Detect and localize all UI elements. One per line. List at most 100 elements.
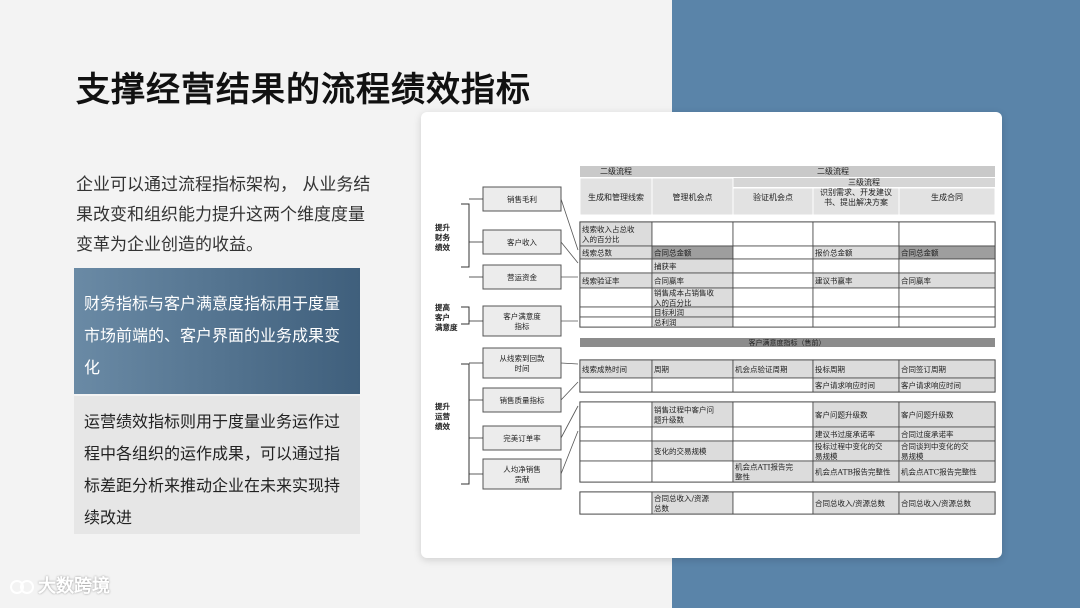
metric-cell bbox=[898, 258, 996, 274]
group-label-1: 提高客户满意度 bbox=[434, 302, 458, 332]
connector-line bbox=[560, 405, 579, 439]
metric-cell-text: 建议书过度承诺率 bbox=[815, 429, 875, 439]
metric-cell-text: 客户请求响应时间 bbox=[901, 380, 961, 390]
metric-cell-text: 线索收入占总收入的百分比 bbox=[582, 224, 635, 244]
metric-box-6 bbox=[482, 425, 562, 451]
metric-cell bbox=[898, 306, 996, 318]
metric-cell bbox=[732, 245, 814, 260]
metric-cell-text: 周期 bbox=[654, 365, 669, 374]
metric-cell-text: 变化的交易规模 bbox=[654, 446, 707, 456]
metric-cell bbox=[898, 460, 996, 483]
metric-cell-text: 线索成熟时间 bbox=[582, 364, 627, 374]
metric-cell bbox=[732, 272, 814, 289]
brand-logo: 大数跨境 bbox=[10, 572, 110, 598]
metric-cell bbox=[732, 287, 814, 308]
metric-cell-text: 建议书赢率 bbox=[815, 276, 853, 286]
metric-cell-text: 总利润 bbox=[654, 317, 677, 327]
metric-cell-text: 销售成本占销售收入的百分比 bbox=[654, 288, 714, 308]
metric-box-7 bbox=[482, 458, 562, 490]
operational-metrics-box: 运营绩效指标则用于度量业务运作过程中各组织的运作成果，可以通过指标差距分析来推动… bbox=[74, 396, 360, 534]
metric-box-label-3: 客户满意度指标 bbox=[503, 311, 541, 331]
header-level3: 三级流程 bbox=[848, 177, 880, 187]
metric-cell-text: 客户问题升级数 bbox=[901, 410, 954, 420]
metric-cell-text: 机会点ATI报告完整性 bbox=[735, 462, 793, 482]
connector-line bbox=[560, 381, 579, 401]
metric-cell bbox=[579, 287, 653, 308]
metric-box-label-0: 销售毛利 bbox=[507, 194, 537, 204]
metric-cell-text: 投标周期 bbox=[815, 364, 845, 374]
group-label-0: 提升财务绩效 bbox=[434, 222, 450, 252]
metric-cell-text: 客户请求响应时间 bbox=[815, 380, 875, 390]
column-header-2: 验证机会点 bbox=[753, 192, 793, 202]
process-metrics-diagram: 二级流程二级流程三级流程生成和管理线索管理机会点验证机会点识别需求、开发建议书、… bbox=[434, 166, 996, 515]
metric-box-label-2: 营运资金 bbox=[507, 272, 537, 282]
metric-cell bbox=[898, 316, 996, 328]
metric-cell bbox=[812, 221, 900, 247]
column-header-cell bbox=[579, 177, 653, 216]
metric-cell bbox=[732, 401, 814, 428]
metric-cell bbox=[651, 426, 734, 442]
metric-cell-text: 合同总金额 bbox=[654, 248, 692, 258]
metric-cell bbox=[579, 401, 653, 428]
metric-cell-text: 合同总收入/资源总数 bbox=[654, 493, 710, 513]
metric-cell bbox=[812, 306, 900, 318]
satisfaction-band bbox=[580, 338, 995, 347]
column-header-0: 生成和管理线索 bbox=[588, 192, 644, 202]
metric-cell bbox=[732, 221, 814, 247]
metric-cell bbox=[812, 401, 900, 428]
metric-cell bbox=[898, 221, 996, 247]
metric-cell bbox=[579, 377, 653, 393]
metric-cell bbox=[812, 316, 900, 328]
metric-cell bbox=[898, 377, 996, 393]
metric-cell bbox=[579, 221, 653, 247]
metric-cell bbox=[579, 426, 653, 442]
metric-cell bbox=[812, 258, 900, 274]
connector-line bbox=[560, 362, 579, 365]
metric-cell-text: 机会点验证周期 bbox=[735, 364, 788, 374]
satisfaction-band-label: 客户满意度指标（售前） bbox=[749, 338, 826, 347]
column-header-cell bbox=[812, 187, 900, 216]
metric-cell-text: 合同赢率 bbox=[654, 276, 684, 286]
metric-cell-text: 机会点ATB报告完整性 bbox=[815, 467, 891, 477]
column-header-cell bbox=[732, 187, 814, 216]
metric-cell bbox=[651, 377, 734, 393]
metric-cell bbox=[579, 306, 653, 318]
column-header-4: 生成合同 bbox=[931, 192, 963, 202]
bracket-financial bbox=[461, 203, 470, 268]
metric-cell-text: 机会点ATC报告完整性 bbox=[901, 467, 977, 477]
group-label-2: 提升运营绩效 bbox=[435, 401, 450, 431]
metric-cell bbox=[898, 401, 996, 428]
header-level2-right: 二级流程 bbox=[817, 166, 849, 176]
metric-cell bbox=[579, 460, 653, 483]
connector-line bbox=[560, 430, 579, 475]
metric-cell bbox=[651, 401, 734, 428]
metric-cell bbox=[898, 491, 996, 515]
metric-cell bbox=[732, 377, 814, 393]
metric-box-label-5: 销售质量指标 bbox=[500, 395, 545, 405]
metric-cell-text: 合同签订周期 bbox=[901, 364, 946, 374]
connector-line bbox=[560, 198, 579, 251]
column-header-3: 识别需求、开发建议书、提出解决方案 bbox=[820, 187, 892, 207]
column-header-cell bbox=[898, 187, 996, 216]
metric-cell-text: 线索总数 bbox=[582, 248, 612, 258]
metric-box-label-1: 客户收入 bbox=[507, 237, 537, 247]
metric-box-label-6: 完美订单率 bbox=[503, 433, 541, 443]
brand-icon bbox=[10, 577, 34, 597]
brand-name: 大数跨境 bbox=[38, 576, 110, 597]
metric-cell-text: 销售过程中客户问题升级数 bbox=[654, 405, 714, 425]
metric-cell bbox=[579, 440, 653, 462]
metric-cell-text: 报价总金额 bbox=[815, 248, 853, 258]
metric-cell-text: 合同谈判中变化的交易规模 bbox=[901, 441, 969, 461]
header-level2-left: 二级流程 bbox=[600, 166, 632, 176]
diagram-card: 二级流程二级流程三级流程生成和管理线索管理机会点验证机会点识别需求、开发建议书、… bbox=[421, 112, 1002, 558]
metric-cell-text: 合同总收入/资源总数 bbox=[815, 498, 886, 508]
metric-cell-text: 目标利润 bbox=[654, 307, 684, 317]
metric-cell bbox=[579, 316, 653, 328]
connector-line bbox=[560, 241, 579, 264]
metric-box-label-7: 人均净销售贡献 bbox=[503, 464, 541, 484]
metric-cell bbox=[732, 316, 814, 328]
metric-cell-text: 投标过程中变化的交易规模 bbox=[815, 441, 883, 461]
metric-cell-text: 合同总金额 bbox=[901, 248, 939, 258]
metric-cell-text: 客户问题升级数 bbox=[815, 410, 868, 420]
metric-cell bbox=[579, 258, 653, 274]
